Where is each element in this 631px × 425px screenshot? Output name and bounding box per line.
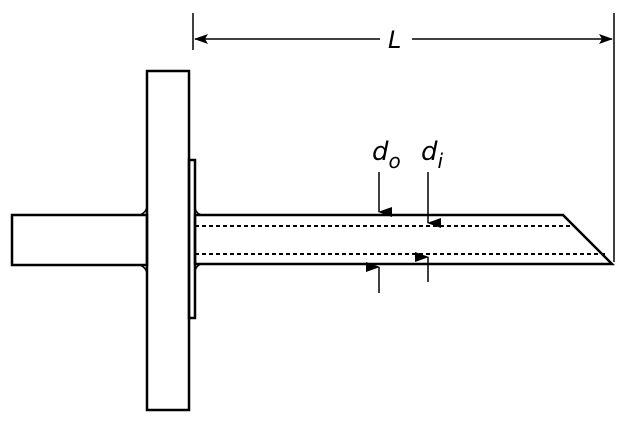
flange bbox=[145, 69, 191, 412]
stem-fillet-bottom bbox=[194, 263, 204, 272]
outer-diameter-label: do bbox=[372, 137, 401, 173]
inner-diameter-label: di bbox=[421, 137, 444, 173]
connection-stub bbox=[10, 213, 149, 267]
length-label: L bbox=[388, 26, 401, 54]
probe-stem bbox=[193, 213, 616, 266]
stem-fillet-top bbox=[194, 207, 204, 216]
